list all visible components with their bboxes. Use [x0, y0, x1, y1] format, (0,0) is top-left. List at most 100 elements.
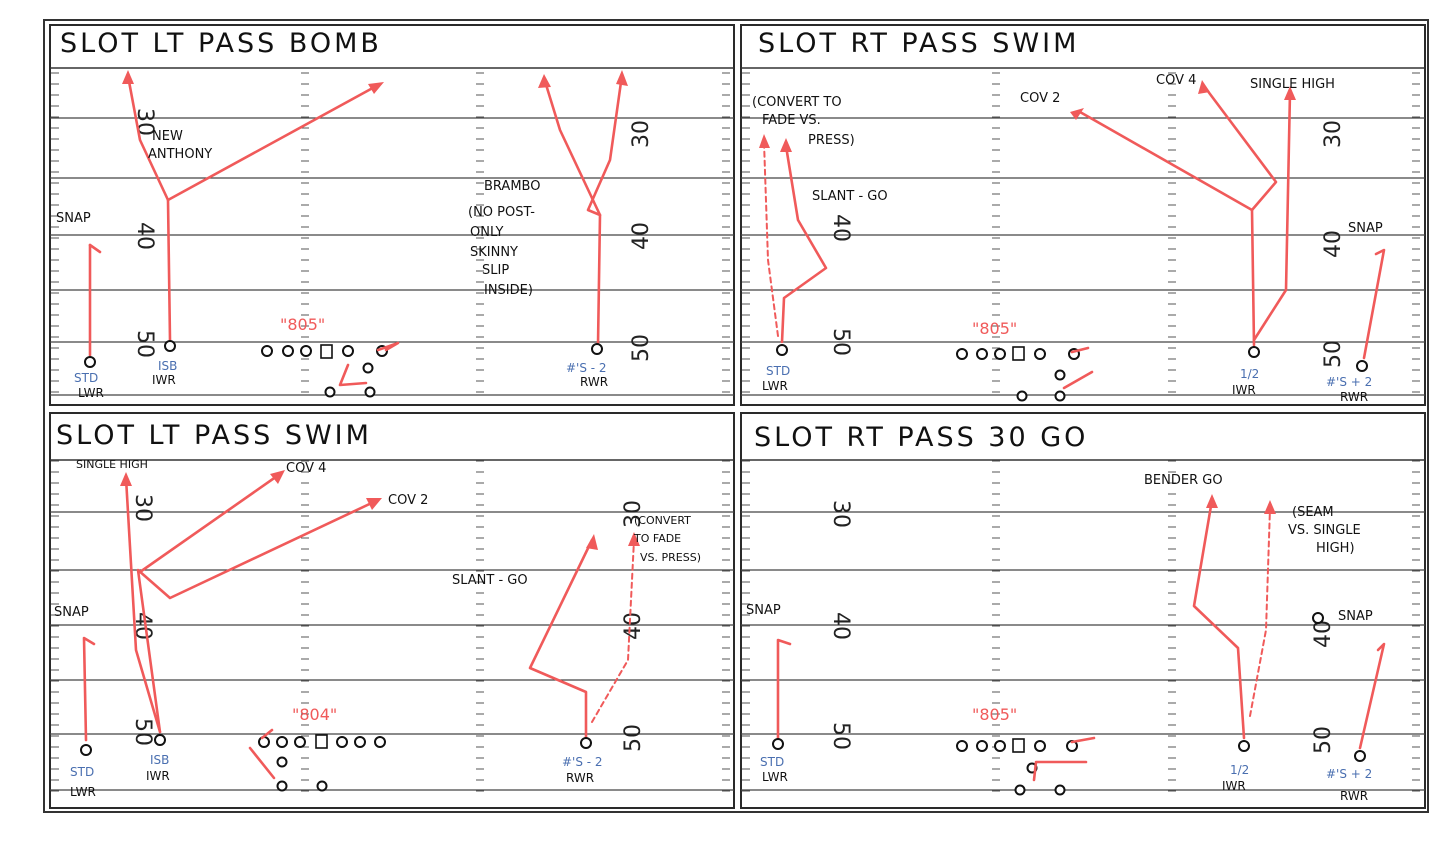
- card-frame: [49, 24, 735, 406]
- note-convert: (CONVERT TO: [752, 95, 842, 110]
- player-tackle: [374, 736, 386, 748]
- route-rb: [1032, 760, 1088, 782]
- note-slant-go: SLANT - GO: [812, 189, 888, 204]
- arrowhead-icon: [586, 534, 598, 550]
- route-rwr: [1362, 248, 1386, 360]
- route-arrowhead: [88, 243, 102, 254]
- player-rwr: [1354, 750, 1366, 762]
- yard-number-50: 50: [1321, 340, 1346, 368]
- player-marker: [1312, 612, 1324, 624]
- note-brambo: BRAMBO: [484, 179, 540, 194]
- note-slant-go: SLANT - GO: [452, 573, 528, 588]
- label-rwr: RWR: [566, 771, 594, 785]
- player-qb: [276, 756, 288, 768]
- player-rb: [324, 386, 336, 398]
- player-rwr: [580, 737, 592, 749]
- player-guard: [294, 736, 306, 748]
- yard-number-40: 40: [828, 612, 853, 640]
- player-lwr: [772, 738, 784, 750]
- formation-tag: "805": [972, 319, 1017, 338]
- player-center: [1012, 738, 1025, 753]
- note-single-high: SINGLE HIGH: [76, 458, 148, 471]
- note-seam: (SEAM: [1292, 505, 1334, 520]
- arrowhead-icon: [780, 138, 792, 152]
- route-isb-vertical: [126, 74, 172, 342]
- player-rb: [1014, 784, 1026, 796]
- note-inside: INSIDE): [484, 283, 533, 298]
- label-iwr: IWR: [152, 373, 176, 387]
- note-press: PRESS): [808, 133, 855, 148]
- label-split: #'S + 2: [1326, 375, 1372, 389]
- player-qb: [1054, 369, 1066, 381]
- arrowhead-icon: [1206, 494, 1218, 508]
- arrowhead-icon: [1264, 500, 1276, 514]
- yard-number-50: 50: [132, 330, 157, 358]
- arrowhead-icon: [1284, 86, 1296, 100]
- player-iwr: [1248, 346, 1260, 358]
- label-iwr: IWR: [1232, 383, 1256, 397]
- yard-number-40: 40: [621, 612, 646, 640]
- note-slip: SLIP: [482, 263, 509, 278]
- yard-number-30: 30: [621, 500, 646, 528]
- sheet-border: [43, 19, 1429, 813]
- arrowhead-icon: [759, 134, 770, 148]
- player-guard: [300, 345, 312, 357]
- route-rwr: [1358, 642, 1386, 750]
- player-guard: [336, 736, 348, 748]
- player-qb: [362, 362, 374, 374]
- arrowhead-icon: [628, 532, 640, 546]
- note-high: HIGH): [1316, 541, 1355, 556]
- yard-number-50: 50: [621, 724, 646, 752]
- route-rb: [1062, 370, 1094, 390]
- route-iwr-cov4: [1202, 84, 1278, 212]
- note-vs-single: VS. SINGLE: [1288, 523, 1361, 538]
- route-isb-cov4: [138, 472, 282, 574]
- formation-tag: "804": [292, 705, 337, 724]
- note-no-post: (NO POST-: [468, 205, 535, 220]
- player-rb: [1016, 390, 1028, 402]
- note-bender-go: BENDER GO: [1144, 473, 1223, 488]
- route-iwr-single-high: [1252, 90, 1292, 342]
- route-lwr-slant-go: [780, 144, 828, 344]
- player-rb: [316, 780, 328, 792]
- label-half: 1/2: [1240, 367, 1259, 381]
- route-te: [1070, 736, 1096, 744]
- play-title: SLOT LT PASS BOMB: [60, 28, 382, 59]
- player-lwr: [84, 356, 96, 368]
- play-card-slot-rt-pass-30-go: SLOT RT PASS 30 GO 30 40 50 40 50 BENDER…: [740, 412, 1426, 809]
- player-rwr: [591, 343, 603, 355]
- route-lwr: [82, 636, 96, 742]
- player-guard: [354, 736, 366, 748]
- player-guard: [994, 740, 1006, 752]
- player-guard: [1034, 348, 1046, 360]
- field-markings: [741, 72, 1425, 396]
- note-fade-vs: FADE VS.: [762, 113, 821, 128]
- note-snap: SNAP: [54, 605, 89, 620]
- yard-number-40: 40: [629, 222, 654, 250]
- route-rwr-slip: [542, 76, 602, 217]
- arrowhead-icon: [120, 472, 132, 486]
- route-iwr-cov2: [1078, 110, 1256, 347]
- yard-number-40: 40: [828, 214, 853, 242]
- yard-number-40: 40: [1321, 230, 1346, 258]
- note-single-high: SINGLE HIGH: [1250, 77, 1335, 92]
- card-frame: [49, 412, 735, 809]
- route-lwr-fade: [763, 141, 779, 337]
- field-markings: [50, 460, 734, 792]
- player-lwr: [776, 344, 788, 356]
- player-guard: [994, 348, 1006, 360]
- player-isb: [164, 340, 176, 352]
- player-isb: [154, 734, 166, 746]
- player-center: [320, 344, 333, 359]
- yard-number-30: 30: [629, 120, 654, 148]
- route-iwr-bender-go: [1192, 498, 1246, 740]
- play-title: SLOT LT PASS SWIM: [56, 420, 372, 451]
- player-lwr: [80, 744, 92, 756]
- route-isb-post: [166, 82, 382, 202]
- note-cov4: COV 4: [1156, 73, 1196, 88]
- player-center: [1012, 346, 1025, 361]
- yard-number-50: 50: [130, 718, 155, 746]
- route-rwr-fade: [591, 539, 635, 723]
- route-rwr-slant-go: [528, 538, 594, 740]
- player-rb: [1054, 784, 1066, 796]
